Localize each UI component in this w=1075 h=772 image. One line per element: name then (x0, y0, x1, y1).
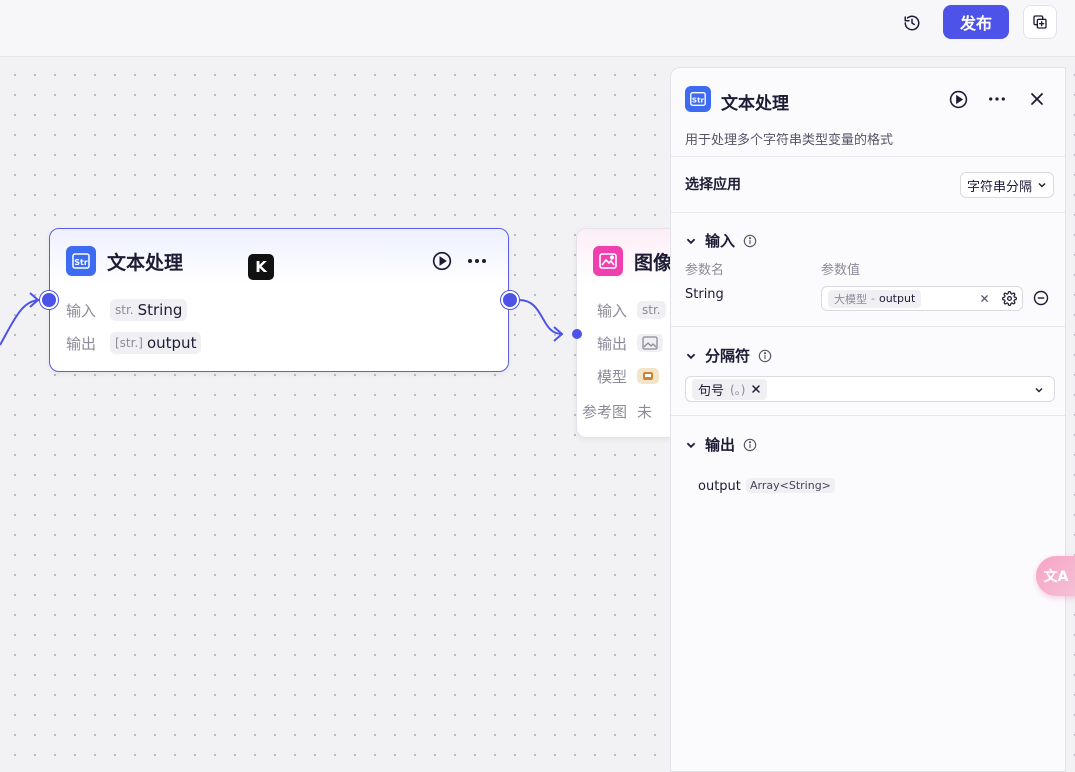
separator-tag: 句号 (。) (692, 378, 768, 400)
param-value-reference-input[interactable]: 大模型 - output (821, 286, 1023, 311)
separator-section-header[interactable]: 分隔符 (685, 345, 772, 366)
divider (671, 212, 1065, 213)
array-string-type-icon: [str.] (115, 336, 143, 350)
panel-title: 文本处理 (721, 94, 789, 114)
panel-run-button[interactable] (947, 88, 969, 110)
info-icon[interactable] (743, 438, 757, 452)
node-more-button[interactable] (464, 250, 490, 272)
image-output-chip (637, 334, 663, 352)
separator-multi-select[interactable]: 句号 (。) (685, 376, 1055, 402)
translate-icon: 文A (1043, 569, 1069, 585)
chevron-down-icon (686, 238, 696, 244)
divider (671, 415, 1065, 416)
image-node-header: 图像 (577, 229, 675, 285)
svg-text:Str: Str (692, 96, 705, 105)
history-button[interactable] (899, 10, 925, 36)
param-name-column-header: 参数名 (685, 263, 725, 278)
param-value-column-header: 参数值 (821, 263, 861, 278)
node-title: 文本处理 (107, 252, 184, 274)
translate-button[interactable]: 文A (1036, 556, 1075, 596)
play-circle-icon (949, 90, 967, 108)
ref-separator: - (871, 292, 875, 305)
history-icon (904, 15, 920, 31)
node-input-row: 输入 str. String (66, 297, 188, 323)
output-section-header[interactable]: 输出 (685, 434, 757, 455)
reference-chip: 大模型 - output (828, 289, 922, 308)
image-node[interactable]: 图像 输入 str. 输出 模型 参考图 未 (576, 228, 676, 438)
input-type-chip: str. String (110, 299, 188, 321)
node-output-row: 输出 [str.] output (66, 330, 202, 356)
model-avatar-icon (643, 372, 653, 380)
node-header: Str 文本处理 K (50, 229, 508, 285)
image-node-row-input: 输入 str. (577, 297, 666, 323)
image-node-title: 图像 (634, 252, 673, 274)
image-node-input-port[interactable] (572, 329, 582, 339)
image-input-label: 输入 (596, 301, 627, 320)
svg-text:Str: Str (74, 258, 88, 267)
top-toolbar: 发布 (0, 0, 1075, 57)
output-name: output (698, 479, 741, 494)
publish-button[interactable]: 发布 (943, 5, 1009, 39)
image-generation-icon (593, 246, 623, 276)
separator-tag-label: 句号 (698, 383, 725, 399)
app-select-dropdown[interactable]: 字符串分隔 (960, 172, 1054, 198)
remove-param-icon[interactable] (1033, 290, 1049, 306)
app-select-value: 字符串分隔 (967, 179, 1033, 195)
text-node-output-port[interactable] (501, 291, 519, 309)
image-node-row-ref: 参考图 未 (577, 398, 652, 424)
divider (671, 326, 1065, 327)
param-name: String (685, 287, 724, 302)
info-icon[interactable] (758, 349, 772, 363)
output-value: output (146, 334, 197, 352)
divider (671, 156, 1065, 157)
panel-more-button[interactable] (984, 88, 1010, 110)
output-type-chip: [str.] output (110, 332, 202, 354)
separator-tag-symbol: (。) (730, 382, 746, 397)
model-chip (637, 368, 659, 384)
chevron-down-icon (1038, 183, 1046, 188)
copy-button[interactable] (1023, 5, 1057, 39)
info-icon[interactable] (743, 234, 757, 248)
chevron-down-icon (686, 353, 696, 359)
close-icon (1031, 93, 1043, 105)
image-ref-label: 参考图 (581, 402, 627, 421)
settings-icon[interactable] (1002, 291, 1017, 306)
output-section-label: 输出 (705, 436, 736, 454)
input-label: 输入 (66, 301, 97, 320)
app-select-label: 选择应用 (685, 177, 741, 193)
remove-tag-icon[interactable] (751, 384, 761, 394)
separator-section-label: 分隔符 (705, 347, 751, 365)
string-type-icon: str. (115, 303, 134, 317)
ref-source: 大模型 (834, 292, 867, 306)
text-processing-icon: Str (66, 246, 96, 276)
input-section-label: 输入 (705, 232, 736, 250)
text-processing-node[interactable]: Str 文本处理 K 输入 str. String 输出 [str.] outp… (49, 228, 509, 372)
panel-close-button[interactable] (1026, 88, 1048, 110)
image-input-chip: str. (637, 301, 666, 319)
panel-description: 用于处理多个字符串类型变量的格式 (685, 133, 894, 148)
more-icon (989, 97, 1005, 101)
image-output-label: 输出 (596, 334, 627, 353)
chevron-down-icon (1035, 388, 1043, 393)
more-icon (468, 259, 486, 263)
node-run-button[interactable] (431, 250, 453, 272)
output-label: 输出 (66, 334, 97, 353)
panel-text-processing-icon: Str (685, 86, 711, 112)
chevron-down-icon (686, 442, 696, 448)
k-badge: K (248, 254, 274, 280)
copy-icon (1033, 15, 1047, 29)
image-ref-value: 未 (637, 402, 653, 421)
input-section-header[interactable]: 输入 (685, 230, 757, 251)
output-type-badge: Array<String> (746, 478, 835, 493)
clear-icon[interactable] (980, 294, 989, 303)
image-model-label: 模型 (596, 367, 627, 386)
node-detail-panel: Str 文本处理 用于处理多个字符串类型变量的格式 选择应用 字符串分隔 输入 … (670, 67, 1066, 772)
play-circle-icon (432, 251, 452, 271)
text-node-input-port[interactable] (40, 291, 58, 309)
image-node-row-model: 模型 (577, 363, 659, 389)
image-type-icon (642, 336, 658, 350)
ref-field: output (878, 292, 916, 305)
image-node-row-output: 输出 (577, 330, 663, 356)
input-value: String (137, 301, 183, 319)
